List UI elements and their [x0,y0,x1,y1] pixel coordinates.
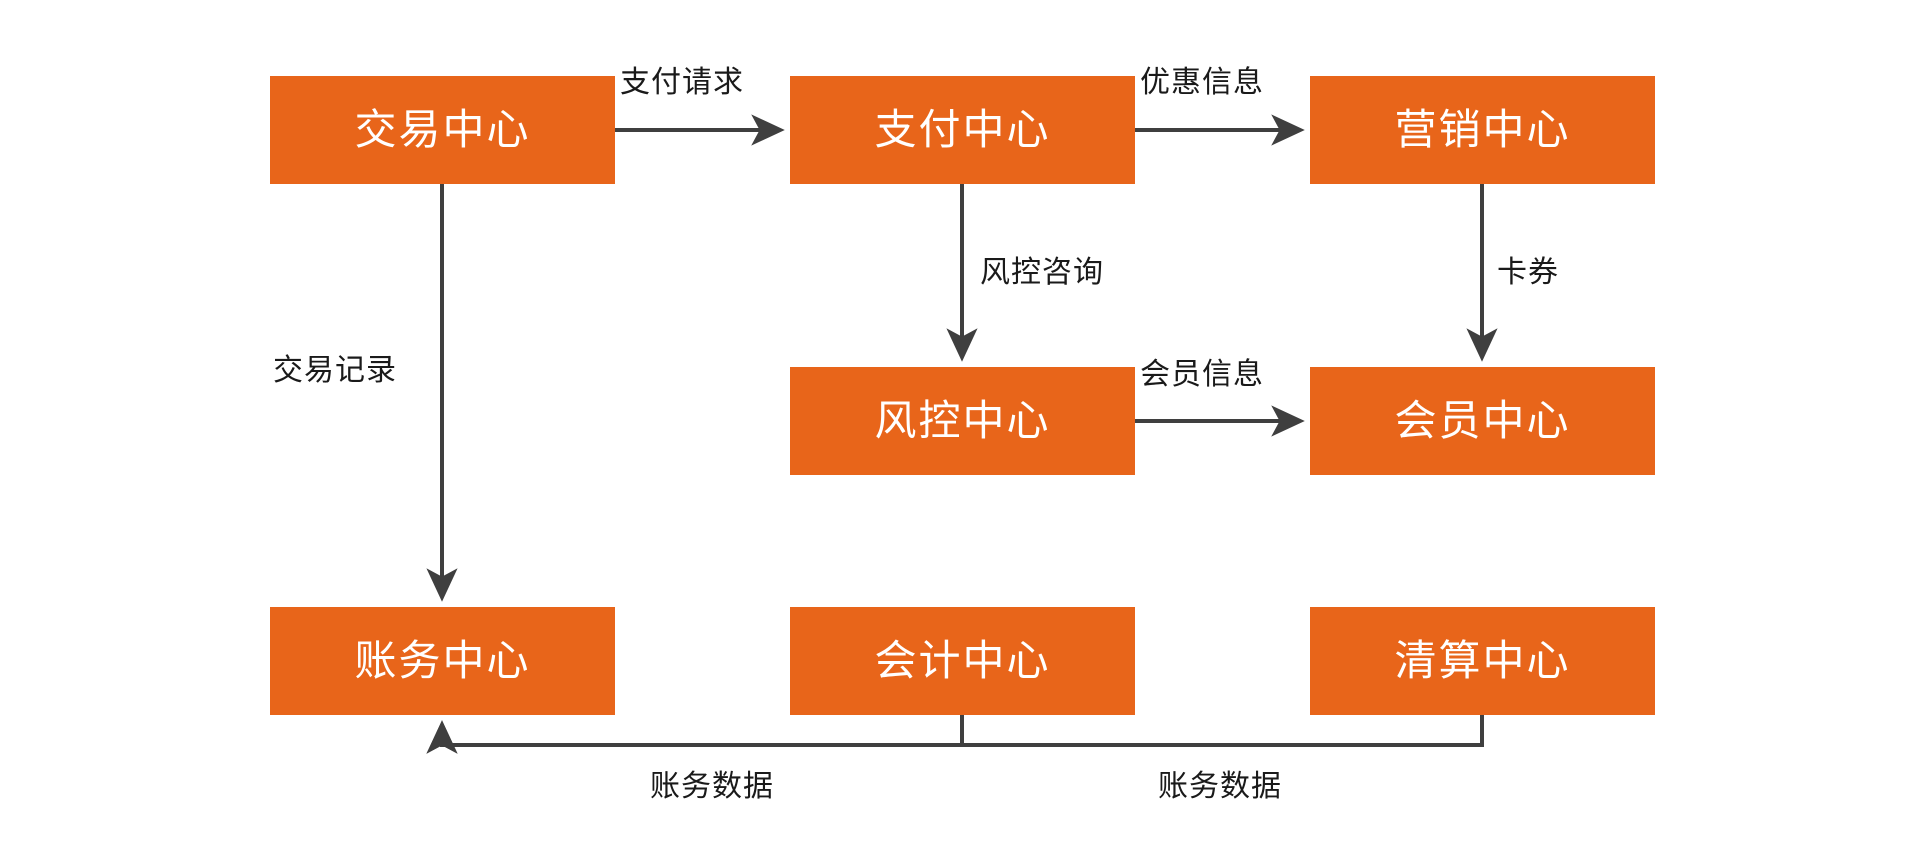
edge-accounting-to-billing [426,715,964,754]
edge-label-card-coupon: 卡券 [1497,256,1559,289]
node-label: 风控中心 [874,397,1051,444]
node-marketing-center[interactable]: 营销中心 [1310,76,1655,184]
edge-label-member-info: 会员信息 [1140,358,1264,391]
edge-label-promotion-info: 优惠信息 [1140,66,1264,99]
node-label: 清算中心 [1394,637,1571,684]
node-accounting-center[interactable]: 会计中心 [790,607,1135,715]
edge-label-billing-data-left: 账务数据 [650,770,774,803]
node-label: 会员中心 [1394,397,1571,444]
edge-clearing-to-billing [426,715,1484,754]
node-risk-control-center[interactable]: 风控中心 [790,367,1135,475]
edge-label-transaction-record: 交易记录 [273,354,397,387]
edge-label-billing-data-right: 账务数据 [1158,770,1282,803]
node-label: 交易中心 [354,106,531,153]
node-clearing-center[interactable]: 清算中心 [1310,607,1655,715]
node-payment-center[interactable]: 支付中心 [790,76,1135,184]
node-label: 账务中心 [354,637,531,684]
node-label: 支付中心 [874,106,1051,153]
node-billing-center[interactable]: 账务中心 [270,607,615,715]
node-label: 营销中心 [1394,106,1571,153]
edge-label-risk-consultation: 风控咨询 [980,256,1104,289]
node-label: 会计中心 [874,637,1051,684]
edge-label-payment-request: 支付请求 [620,66,744,99]
node-member-center[interactable]: 会员中心 [1310,367,1655,475]
node-trade-center[interactable]: 交易中心 [270,76,615,184]
